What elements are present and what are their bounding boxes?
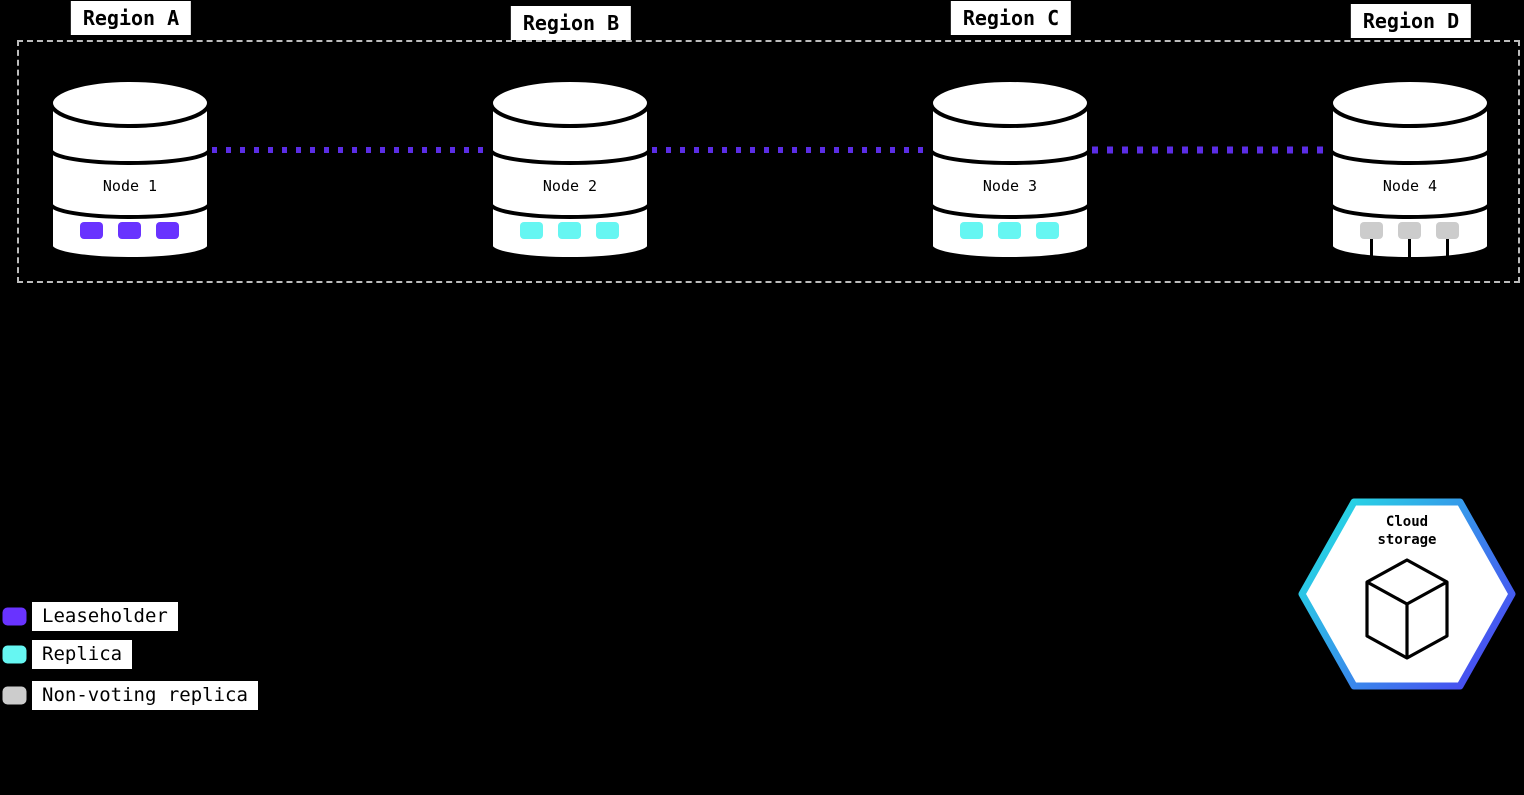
legend-label-leaseholder: Leaseholder xyxy=(32,602,178,631)
region-label-d: Region D xyxy=(1350,4,1472,38)
replica-marker xyxy=(558,222,581,239)
legend-label-non-voting-replica: Non-voting replica xyxy=(32,681,258,710)
leaseholder-marker xyxy=(80,222,103,239)
replica-marker xyxy=(960,222,983,239)
legend-label-replica: Replica xyxy=(32,640,133,669)
non-voting-replica-marker xyxy=(1360,222,1383,239)
cluster-boundary xyxy=(17,40,1520,283)
replica-marker xyxy=(998,222,1021,239)
inter-node-link-3 xyxy=(1092,146,1328,154)
leaseholder-marker xyxy=(156,222,179,239)
non-voting-replica-marker xyxy=(1398,222,1421,239)
cylinder-band-line xyxy=(1329,149,1491,165)
node-cylinder-2: Node 2 xyxy=(489,78,651,261)
cylinder-top xyxy=(489,78,651,128)
node-cylinder-4: Node 4 xyxy=(1329,78,1491,262)
cylinder-band-line xyxy=(1329,203,1491,219)
cylinder-body xyxy=(929,103,1091,261)
node-label: Node 3 xyxy=(983,177,1037,195)
cylinder-band-line xyxy=(49,149,211,165)
replica-marker xyxy=(1036,222,1059,239)
replica-marker xyxy=(596,222,619,239)
inter-node-link-1 xyxy=(212,147,488,153)
node-cylinder-1: Node 1 xyxy=(49,78,211,261)
replica-marker xyxy=(520,222,543,239)
inter-node-link-2 xyxy=(652,147,928,153)
node-label: Node 1 xyxy=(103,177,157,195)
replica-swatch xyxy=(2,645,27,664)
region-label-a: Region A xyxy=(70,1,192,35)
leaseholder-swatch xyxy=(2,607,27,626)
legend-swatch-rect xyxy=(2,645,27,664)
cylinder-top xyxy=(49,78,211,128)
legend-item-leaseholder: Leaseholder xyxy=(2,602,178,631)
cloud-storage-hexagon: Cloud storage xyxy=(1298,498,1516,690)
legend-item-replica: Replica xyxy=(2,640,133,669)
cylinder-top xyxy=(1329,78,1491,128)
cylinder-body xyxy=(489,103,651,261)
node-label: Node 2 xyxy=(543,177,597,195)
cylinder-top xyxy=(929,78,1091,128)
non-voting-replica-marker xyxy=(1436,222,1459,239)
cylinder-band-line xyxy=(489,203,651,219)
cylinder-band-line xyxy=(929,203,1091,219)
node-cylinder-3: Node 3 xyxy=(929,78,1091,261)
leaseholder-marker xyxy=(118,222,141,239)
legend-swatch-rect xyxy=(2,686,27,705)
cylinder-band-line xyxy=(489,149,651,165)
cloud-storage-label-line1: Cloud xyxy=(1386,514,1428,530)
cloud-storage-label-line2: storage xyxy=(1377,532,1436,548)
region-label-c: Region C xyxy=(950,1,1072,35)
hexagon-outline xyxy=(1298,498,1516,690)
legend-item-non-voting-replica: Non-voting replica xyxy=(2,681,258,710)
node-label: Node 4 xyxy=(1383,177,1437,195)
cylinder-band-line xyxy=(929,149,1091,165)
cube-icon xyxy=(1365,558,1449,660)
non-voting-replica-swatch xyxy=(2,686,27,705)
legend-swatch-rect xyxy=(2,607,27,626)
cylinder-band-line xyxy=(49,203,211,219)
region-label-b: Region B xyxy=(510,6,632,40)
cylinder-body xyxy=(49,103,211,261)
